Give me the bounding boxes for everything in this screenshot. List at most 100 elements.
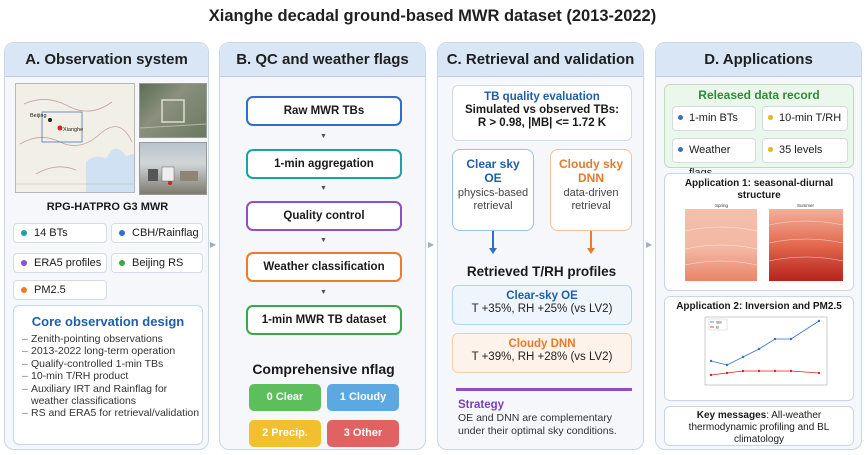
panel-qc-weather-flags: B. QC and weather flags Raw MWR TBs ▼ 1-… [219, 42, 426, 450]
strategy-text: OE and DNN are complementary under their… [458, 412, 617, 437]
flag-other: 3 Other [327, 420, 399, 447]
step-quality-control: Quality control [246, 201, 402, 231]
oe-label: OE [484, 171, 502, 185]
cloudy-dnn-result-title: Cloudy DNN [508, 338, 576, 350]
dot-icon [768, 147, 773, 152]
dot-icon [21, 230, 27, 236]
panel-arrow-icon: ▶ [210, 240, 217, 249]
mwr-instrument-photo [139, 142, 207, 195]
cloudy-sky-label: Cloudy sky [558, 157, 624, 171]
chip-14-bts: 14 BTs [13, 223, 107, 243]
flag-clear: 0 Clear [249, 384, 321, 411]
xianghe-site-marker [57, 125, 63, 131]
dot-icon [678, 115, 683, 120]
release-item-35-levels: 35 levels [762, 138, 848, 163]
down-arrow-icon: ▼ [320, 133, 327, 140]
core-design-list: Zenith-pointing observations 2013-2022 l… [22, 333, 202, 420]
map-label-beijing: Beijing [30, 113, 47, 119]
clear-oe-result: Clear-sky OE T +35%, RH +25% (vs LV2) [452, 285, 632, 325]
clear-oe-result-value: T +35%, RH +25% (vs LV2) [471, 303, 613, 315]
clear-sky-label: Clear sky [466, 157, 520, 171]
eval-line2: R > 0.98, |MB| <= 1.72 K [477, 117, 607, 129]
device-label: RPG-HATPRO G3 MWR [46, 201, 169, 213]
down-arrow-icon: ▼ [320, 289, 327, 296]
eval-line1: Simulated vs observed TBs: [464, 104, 620, 116]
site-aerial-photo [139, 83, 207, 138]
key-messages-box: Key messages: All-weather thermodynamic … [664, 406, 854, 446]
panel-a-heading: A. Observation system [5, 43, 208, 77]
panel-b-heading: B. QC and weather flags [220, 43, 425, 77]
chip-pm25: PM2.5 [13, 280, 107, 300]
profiles-title: Retrieved T/RH profiles [466, 264, 617, 279]
strategy-title: Strategy [458, 399, 505, 411]
dot-icon [678, 147, 683, 152]
dnn-label: DNN [578, 171, 604, 185]
released-data-box: Released data record 1-min BTs 10-min T/… [664, 84, 854, 179]
seasonal-diurnal-heatmap: Spring Summer [684, 203, 844, 281]
step-1min-aggregation: 1-min aggregation [246, 149, 402, 179]
dot-icon [21, 260, 27, 266]
released-data-title: Released data record [698, 88, 820, 102]
key-messages-label: Key messages [696, 410, 767, 421]
application-2-box: Application 2: Inversion and PM2.5 SBI E… [664, 296, 854, 401]
core-design-title: Core observation design [31, 314, 185, 329]
cloudy-sky-dnn-box: Cloudy sky DNN data-driven retrieval [550, 149, 632, 231]
list-item: Qualify-controlled 1-min TBs [22, 358, 202, 371]
step-weather-classification: Weather classification [246, 252, 402, 282]
cloudy-dnn-result-value: T +39%, RH +28% (vs LV2) [471, 351, 613, 363]
chip-era5-profiles: ERA5 profiles [13, 253, 107, 273]
site-map: Xianghe Beijing [15, 83, 135, 193]
list-item: 10-min T/RH product [22, 370, 202, 383]
dot-icon [119, 230, 125, 236]
flag-cloudy: 1 Cloudy [327, 384, 399, 411]
beijing-marker [48, 118, 52, 122]
down-arrow-icon: ▼ [320, 185, 327, 192]
divider [456, 388, 632, 391]
down-arrow-icon [587, 248, 595, 254]
list-item: RS and ERA5 for retrieval/validation [22, 407, 202, 420]
connector-line [590, 231, 592, 249]
legend-sbi: SBI [716, 320, 722, 324]
list-item: Zenith-pointing observations [22, 333, 202, 346]
step-1min-tb-dataset: 1-min MWR TB dataset [246, 305, 402, 335]
chip-beijing-rs: Beijing RS [111, 253, 203, 273]
release-item-weather-flags: Weather flags [672, 138, 756, 179]
list-item: 2013-2022 long-term operation [22, 345, 202, 358]
dot-icon [21, 287, 27, 293]
panel-observation-system: A. Observation system Xianghe Beijing [4, 42, 209, 450]
oe-desc: physics-based retrieval [457, 187, 529, 212]
dnn-desc: data-driven retrieval [563, 187, 619, 212]
release-item-10min-trh: 10-min T/RH [762, 106, 848, 131]
page-title: Xianghe decadal ground-based MWR dataset… [208, 7, 657, 25]
nflag-title: Comprehensive nflag [252, 361, 395, 377]
chart-legend [708, 318, 728, 330]
list-item: Auxiliary IRT and Rainflag for weather c… [22, 383, 202, 408]
tb-evaluation-box: TB quality evaluation Simulated vs obser… [452, 85, 632, 141]
dot-icon [119, 260, 125, 266]
application-2-title: Application 2: Inversion and PM2.5 [676, 301, 842, 312]
down-arrow-icon: ▼ [320, 237, 327, 244]
legend-ei: EI [716, 325, 719, 329]
dot-icon [768, 115, 773, 120]
application-1-title: Application 1: seasonal-diurnal structur… [684, 178, 834, 201]
clear-oe-result-title: Clear-sky OE [506, 290, 578, 302]
eval-title: TB quality evaluation [484, 91, 600, 103]
key-messages-text: : All-weather thermodynamic profiling an… [688, 410, 830, 445]
strategy-box: Strategy OE and DNN are complementary un… [458, 399, 636, 437]
heatmap-label-spring: Spring [715, 203, 729, 208]
panel-c-heading: C. Retrieval and validation [438, 43, 643, 77]
map-label-xianghe: Xianghe [63, 127, 83, 133]
clear-sky-oe-box: Clear sky OE physics-based retrieval [452, 149, 534, 231]
application-1-box: Application 1: seasonal-diurnal structur… [664, 173, 854, 291]
panel-d-heading: D. Applications [656, 43, 861, 77]
panel-arrow-icon: ▶ [646, 240, 653, 249]
release-item-1min-bts: 1-min BTs [672, 106, 756, 131]
step-raw-mwr-tbs: Raw MWR TBs [246, 96, 402, 126]
core-design-box: Core observation design Zenith-pointing … [13, 305, 203, 445]
cloudy-dnn-result: Cloudy DNN T +39%, RH +28% (vs LV2) [452, 333, 632, 373]
inversion-pm25-chart: SBI EI [704, 316, 828, 385]
down-arrow-icon [489, 248, 497, 254]
connector-line [492, 231, 494, 249]
panel-retrieval-validation: C. Retrieval and validation TB quality e… [437, 42, 644, 450]
heatmap-label-summer: Summer [797, 203, 815, 208]
